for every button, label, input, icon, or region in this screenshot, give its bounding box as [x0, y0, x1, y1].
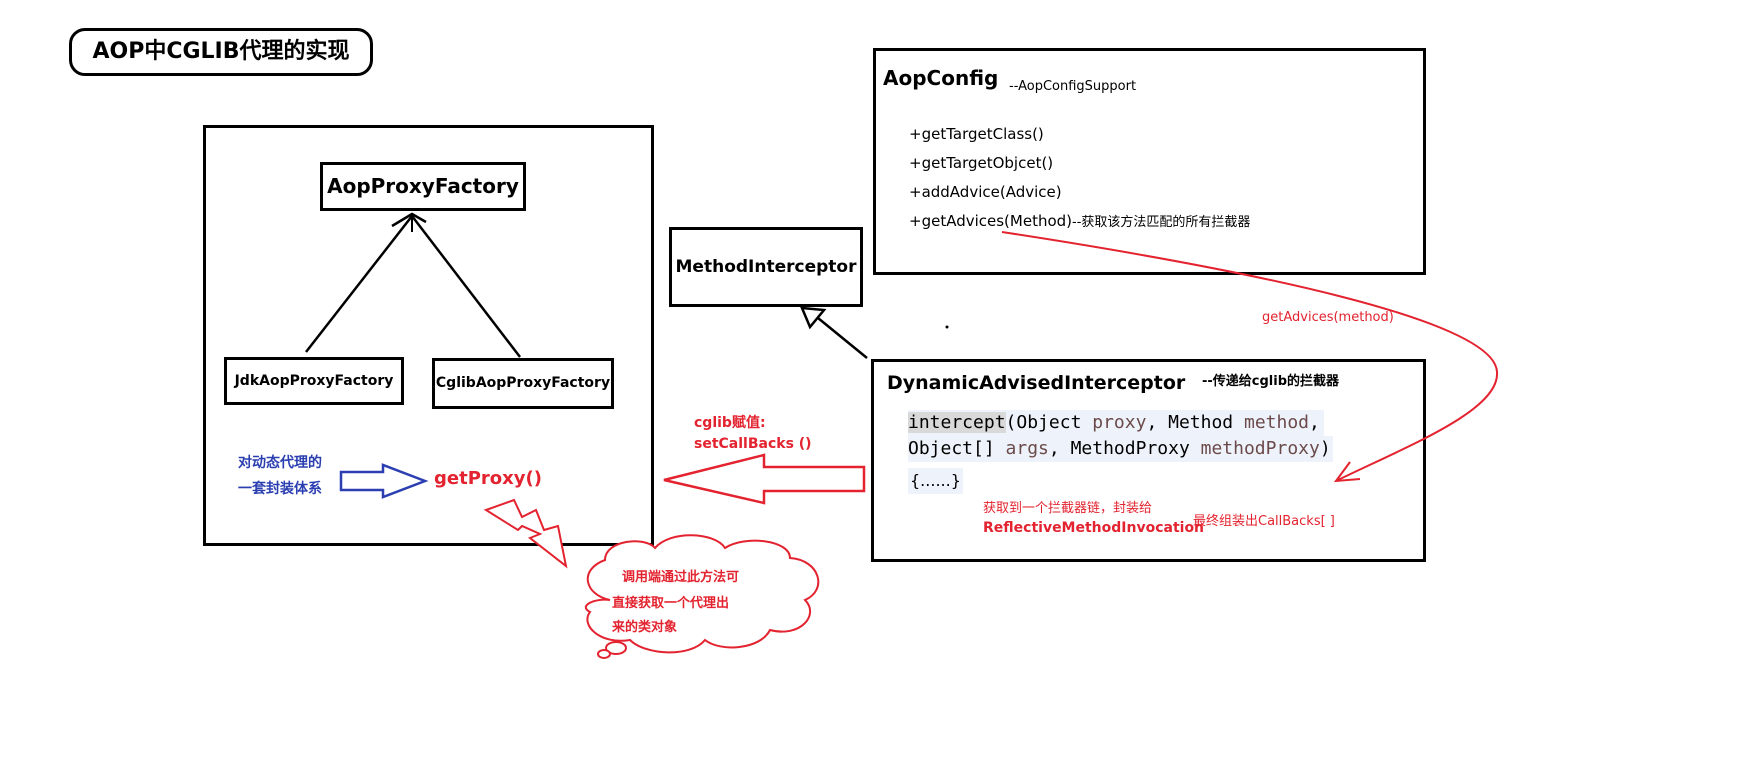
aop-proxy-factory-box: AopProxyFactory	[320, 162, 526, 211]
aop-config-method-1: +getTargetClass()	[909, 125, 1044, 143]
intercept-code-line2: Object[] args, MethodProxy methodProxy)	[908, 436, 1333, 462]
jdk-inherit-line	[305, 215, 413, 353]
get-proxy-label: getProxy()	[434, 468, 542, 489]
intercept-code-line1: intercept(Object proxy, Method method,	[908, 410, 1324, 436]
realize-line	[817, 317, 868, 359]
factory-note-line2: 一套封装体系	[238, 481, 322, 497]
intercept-keyword: intercept	[908, 412, 1006, 433]
get-advices-arrow-label: getAdvices(method)	[1262, 310, 1394, 325]
cglib-aop-proxy-factory-box: CglibAopProxyFactory	[432, 358, 614, 409]
get-advices-arrowhead	[1333, 461, 1361, 483]
aop-config-method-3: +addAdvice(Advice)	[909, 183, 1062, 201]
get-advices-method: +getAdvices(Method)	[909, 212, 1073, 230]
cloud-text-line1: 调用端通过此方法可	[622, 570, 740, 585]
cglib-assign-line2: setCallBacks ()	[694, 436, 812, 452]
lightning-bolt	[483, 498, 568, 569]
page-title: AOP中CGLIB代理的实现	[69, 28, 373, 76]
aop-config-box	[873, 48, 1426, 275]
thought-cloud	[584, 534, 820, 654]
get-advices-note: --获取该方法匹配的所有拦截器	[1072, 215, 1251, 230]
dynamic-note-1: 获取到一个拦截器链，封装给	[983, 501, 1153, 516]
dynamic-interceptor-title: DynamicAdvisedInterceptor	[887, 372, 1186, 394]
cglib-assign-line1: cglib赋值:	[694, 415, 766, 431]
dynamic-interceptor-suffix: --传递给cglib的拦截器	[1202, 374, 1340, 389]
aop-config-method-4: +getAdvices(Method)--获取该方法匹配的所有拦截器	[909, 211, 1250, 230]
get-advices-curve	[1001, 231, 1499, 481]
blue-hollow-arrow	[339, 463, 429, 499]
red-hollow-arrow	[663, 453, 866, 505]
dynamic-note-2: ReflectiveMethodInvocation	[983, 520, 1205, 536]
cloud-text-line2: 直接获取一个代理出	[612, 596, 730, 611]
jdk-aop-proxy-factory-box: JdkAopProxyFactory	[224, 357, 404, 405]
cloud-text-line3: 来的类对象	[612, 620, 678, 635]
aop-config-method-2: +getTargetObjcet()	[909, 154, 1054, 172]
dynamic-note-3: 最终组装出CallBacks[ ]	[1193, 514, 1335, 529]
realize-arrowhead	[800, 306, 827, 330]
intercept-body: {......}	[908, 468, 963, 494]
factory-note-line1: 对动态代理的	[238, 455, 322, 471]
cglib-inherit-line	[411, 215, 521, 358]
aop-config-suffix: --AopConfigSupport	[1009, 79, 1137, 94]
aop-config-title: AopConfig	[883, 66, 999, 90]
method-interceptor-box: MethodInterceptor	[669, 227, 863, 307]
